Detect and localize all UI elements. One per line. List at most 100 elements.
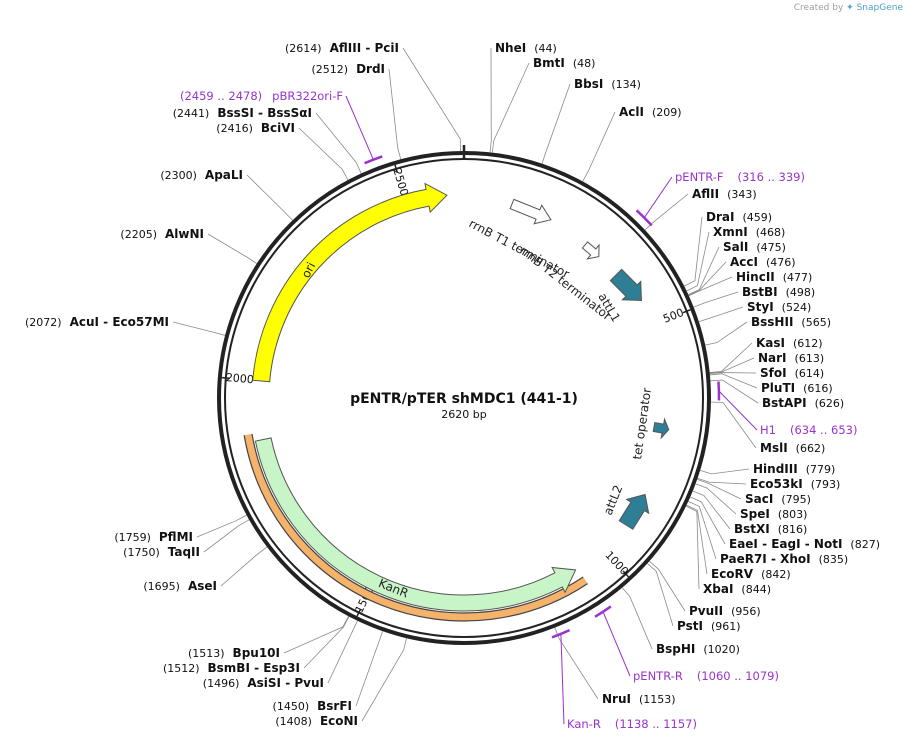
plasmid-center-label: pENTR/pTER shMDC1 (441-1) 2620 bp <box>350 391 578 421</box>
primer-leader-pbr322ori-f <box>345 95 374 160</box>
site-labels: (2614)AflIII - PciI NheI(44)BmtI(48) BbsI(… <box>25 41 880 728</box>
site-label-hincii[interactable]: HincII(477) <box>736 270 812 284</box>
site-label-bsmbi-esp3i[interactable]: (1512)BsmBI - Esp3I <box>163 661 300 675</box>
primer-name: Kan-R <box>567 717 601 731</box>
primer-range: (1138 .. 1157) <box>615 717 697 731</box>
site-label-nrui[interactable]: NruI(1153) <box>602 692 676 706</box>
site-label-paer7i-xhoi[interactable]: PaeR7I - XhoI(835) <box>720 552 848 566</box>
leader-line-bsssi-bsss-i <box>315 112 362 174</box>
site-position: (134) <box>611 78 641 91</box>
credit-prefix: Created by <box>793 3 844 13</box>
site-label-taqii[interactable]: (1750)TaqII <box>123 545 200 559</box>
leader-line-styi <box>698 306 744 323</box>
site-label-acci[interactable]: AccI(476) <box>730 255 796 269</box>
site-label-econi[interactable]: (1408)EcoNI <box>275 714 358 728</box>
tick-mark <box>394 164 399 173</box>
site-label-bsshii[interactable]: BssHII(565) <box>751 315 831 329</box>
site-position: (614) <box>795 367 825 380</box>
site-label-bstxi[interactable]: BstXI(816) <box>734 522 807 536</box>
site-label-acui-eco57mi[interactable]: (2072) AcuI - Eco57MI <box>25 315 169 329</box>
leader-line-msli <box>710 401 757 449</box>
site-label-bbsi[interactable]: BbsI(134) <box>574 77 641 91</box>
primer-label-kan-r[interactable]: Kan-R (1138 .. 1157) <box>567 717 697 731</box>
leader-line-bcivi <box>298 127 349 181</box>
leader-line-bsphi <box>621 587 653 650</box>
site-label-bpu10i[interactable]: (1513)Bpu10I <box>188 646 280 660</box>
leader-line-bstbi <box>693 291 739 308</box>
site-label-bmti[interactable]: BmtI(48) <box>533 56 595 70</box>
leader-line-saci <box>697 479 742 500</box>
site-label-psti[interactable]: PstI(961) <box>677 619 741 633</box>
site-label-eco53ki[interactable]: Eco53kI(793) <box>750 477 840 491</box>
tick-label: 2500 <box>390 167 410 198</box>
site-label-xbai[interactable]: XbaI(844) <box>703 582 771 596</box>
site-label-asei[interactable]: (1695)AseI <box>143 579 217 593</box>
site-label-saci[interactable]: SacI(795) <box>745 492 811 506</box>
feature-rrnb-t1-terminator <box>509 198 552 225</box>
plasmid-length: 2620 bp <box>441 408 486 421</box>
site-label-pflmi[interactable]: (1759)PflMI <box>114 530 193 544</box>
site-label-styi[interactable]: StyI(524) <box>747 300 811 314</box>
site-label-alwni[interactable]: (2205)AlwNI <box>120 227 204 241</box>
leader-line-apali <box>246 174 293 221</box>
leader-line-bsrfi <box>355 631 383 707</box>
site-label-ecorv[interactable]: EcoRV(842) <box>711 567 791 581</box>
site-name: ApaLI <box>205 168 243 182</box>
site-label-nhei[interactable]: NheI(44) <box>495 41 557 55</box>
leader-line-eaei-eagi-noti <box>690 496 726 545</box>
site-label-acli[interactable]: AclI(209) <box>619 105 682 119</box>
primer-label-pentr-r[interactable]: pENTR-R(1060 .. 1079) <box>633 669 779 683</box>
site-label-pluti[interactable]: PluTI(616) <box>761 381 833 395</box>
site-label-eaei-eagi-noti[interactable]: EaeI - EagI - NotI(827) <box>729 537 880 551</box>
site-label-sali[interactable]: SalI(475) <box>723 240 786 254</box>
site-label-bcivi[interactable]: (2416)BciVI <box>216 121 295 135</box>
site-label-kasi[interactable]: KasI(612) <box>756 336 823 350</box>
site-name: BssHII <box>751 315 793 329</box>
site-label-bsphi[interactable]: BspHI (1020) <box>656 642 740 656</box>
site-position: (1496) <box>203 677 240 690</box>
site-label-hindiii[interactable]: HindIII(779) <box>753 462 835 476</box>
site-label-sfoi[interactable]: SfoI(614) <box>760 366 824 380</box>
site-position: (816) <box>778 523 808 536</box>
site-position: (459) <box>742 211 772 224</box>
site-label-xmni[interactable]: XmnI(468) <box>713 225 785 239</box>
feature-attl2 <box>618 493 650 530</box>
site-position: (343) <box>727 188 757 201</box>
leader-line-asisi-pvui <box>327 620 358 684</box>
site-position: (662) <box>796 442 826 455</box>
site-label-apali[interactable]: (2300)ApaLI <box>160 168 243 182</box>
feature-label-tet-operator: tet operator <box>630 387 654 461</box>
site-name: AcuI - Eco57MI <box>70 315 169 329</box>
site-position: (2072) <box>25 316 62 329</box>
site-label-bsssi-bsss-i[interactable]: (2441)BssSI - BssSαI <box>173 106 312 120</box>
site-label-aflii[interactable]: AflII(343) <box>692 187 757 201</box>
selected-region-highlight <box>244 433 588 621</box>
site-label-drai[interactable]: DraI(459) <box>706 210 772 224</box>
site-label-pvuii[interactable]: PvuII(956) <box>689 604 761 618</box>
site-label-bsrfi[interactable]: (1450)BsrFI <box>273 699 352 713</box>
site-name: XmnI <box>713 225 748 239</box>
leader-line-acui-eco57mi <box>172 321 226 336</box>
primer-label-pentr-f[interactable]: pENTR-F(316 .. 339) <box>675 170 805 184</box>
site-label-asisi-pvui[interactable]: (1496)AsiSI - PvuI <box>203 676 324 690</box>
primer-range: (316 .. 339) <box>737 170 805 184</box>
primer-label-pbr322ori-f[interactable]: (2459 .. 2478)pBR322ori-F <box>180 89 343 103</box>
primer-leader-pentr-f <box>643 176 673 218</box>
site-label-bstbi[interactable]: BstBI(498) <box>742 285 815 299</box>
site-name: BspHI <box>656 642 695 656</box>
site-label-spei[interactable]: SpeI(803) <box>740 507 807 521</box>
site-label-nari[interactable]: NarI(613) <box>758 351 824 365</box>
primer-label-h1[interactable]: H1(634 .. 653) <box>760 423 857 437</box>
site-name: BstBI <box>742 285 778 299</box>
leader-line-pvuii <box>649 560 686 612</box>
site-label-bstapi[interactable]: BstAPI(626) <box>762 396 844 410</box>
leader-line-paer7i-xhoi <box>688 500 717 560</box>
site-position: (1020) <box>703 643 740 656</box>
site-name: SpeI <box>740 507 770 521</box>
site-label-afliii-pcii[interactable]: (2614)AflIII - PciI <box>285 41 399 55</box>
site-label-drdi[interactable]: (2512)DrdI <box>311 62 385 76</box>
site-label-msli[interactable]: MslI(662) <box>760 441 825 455</box>
site-position: (2512) <box>311 63 348 76</box>
tick-mark <box>682 309 691 314</box>
